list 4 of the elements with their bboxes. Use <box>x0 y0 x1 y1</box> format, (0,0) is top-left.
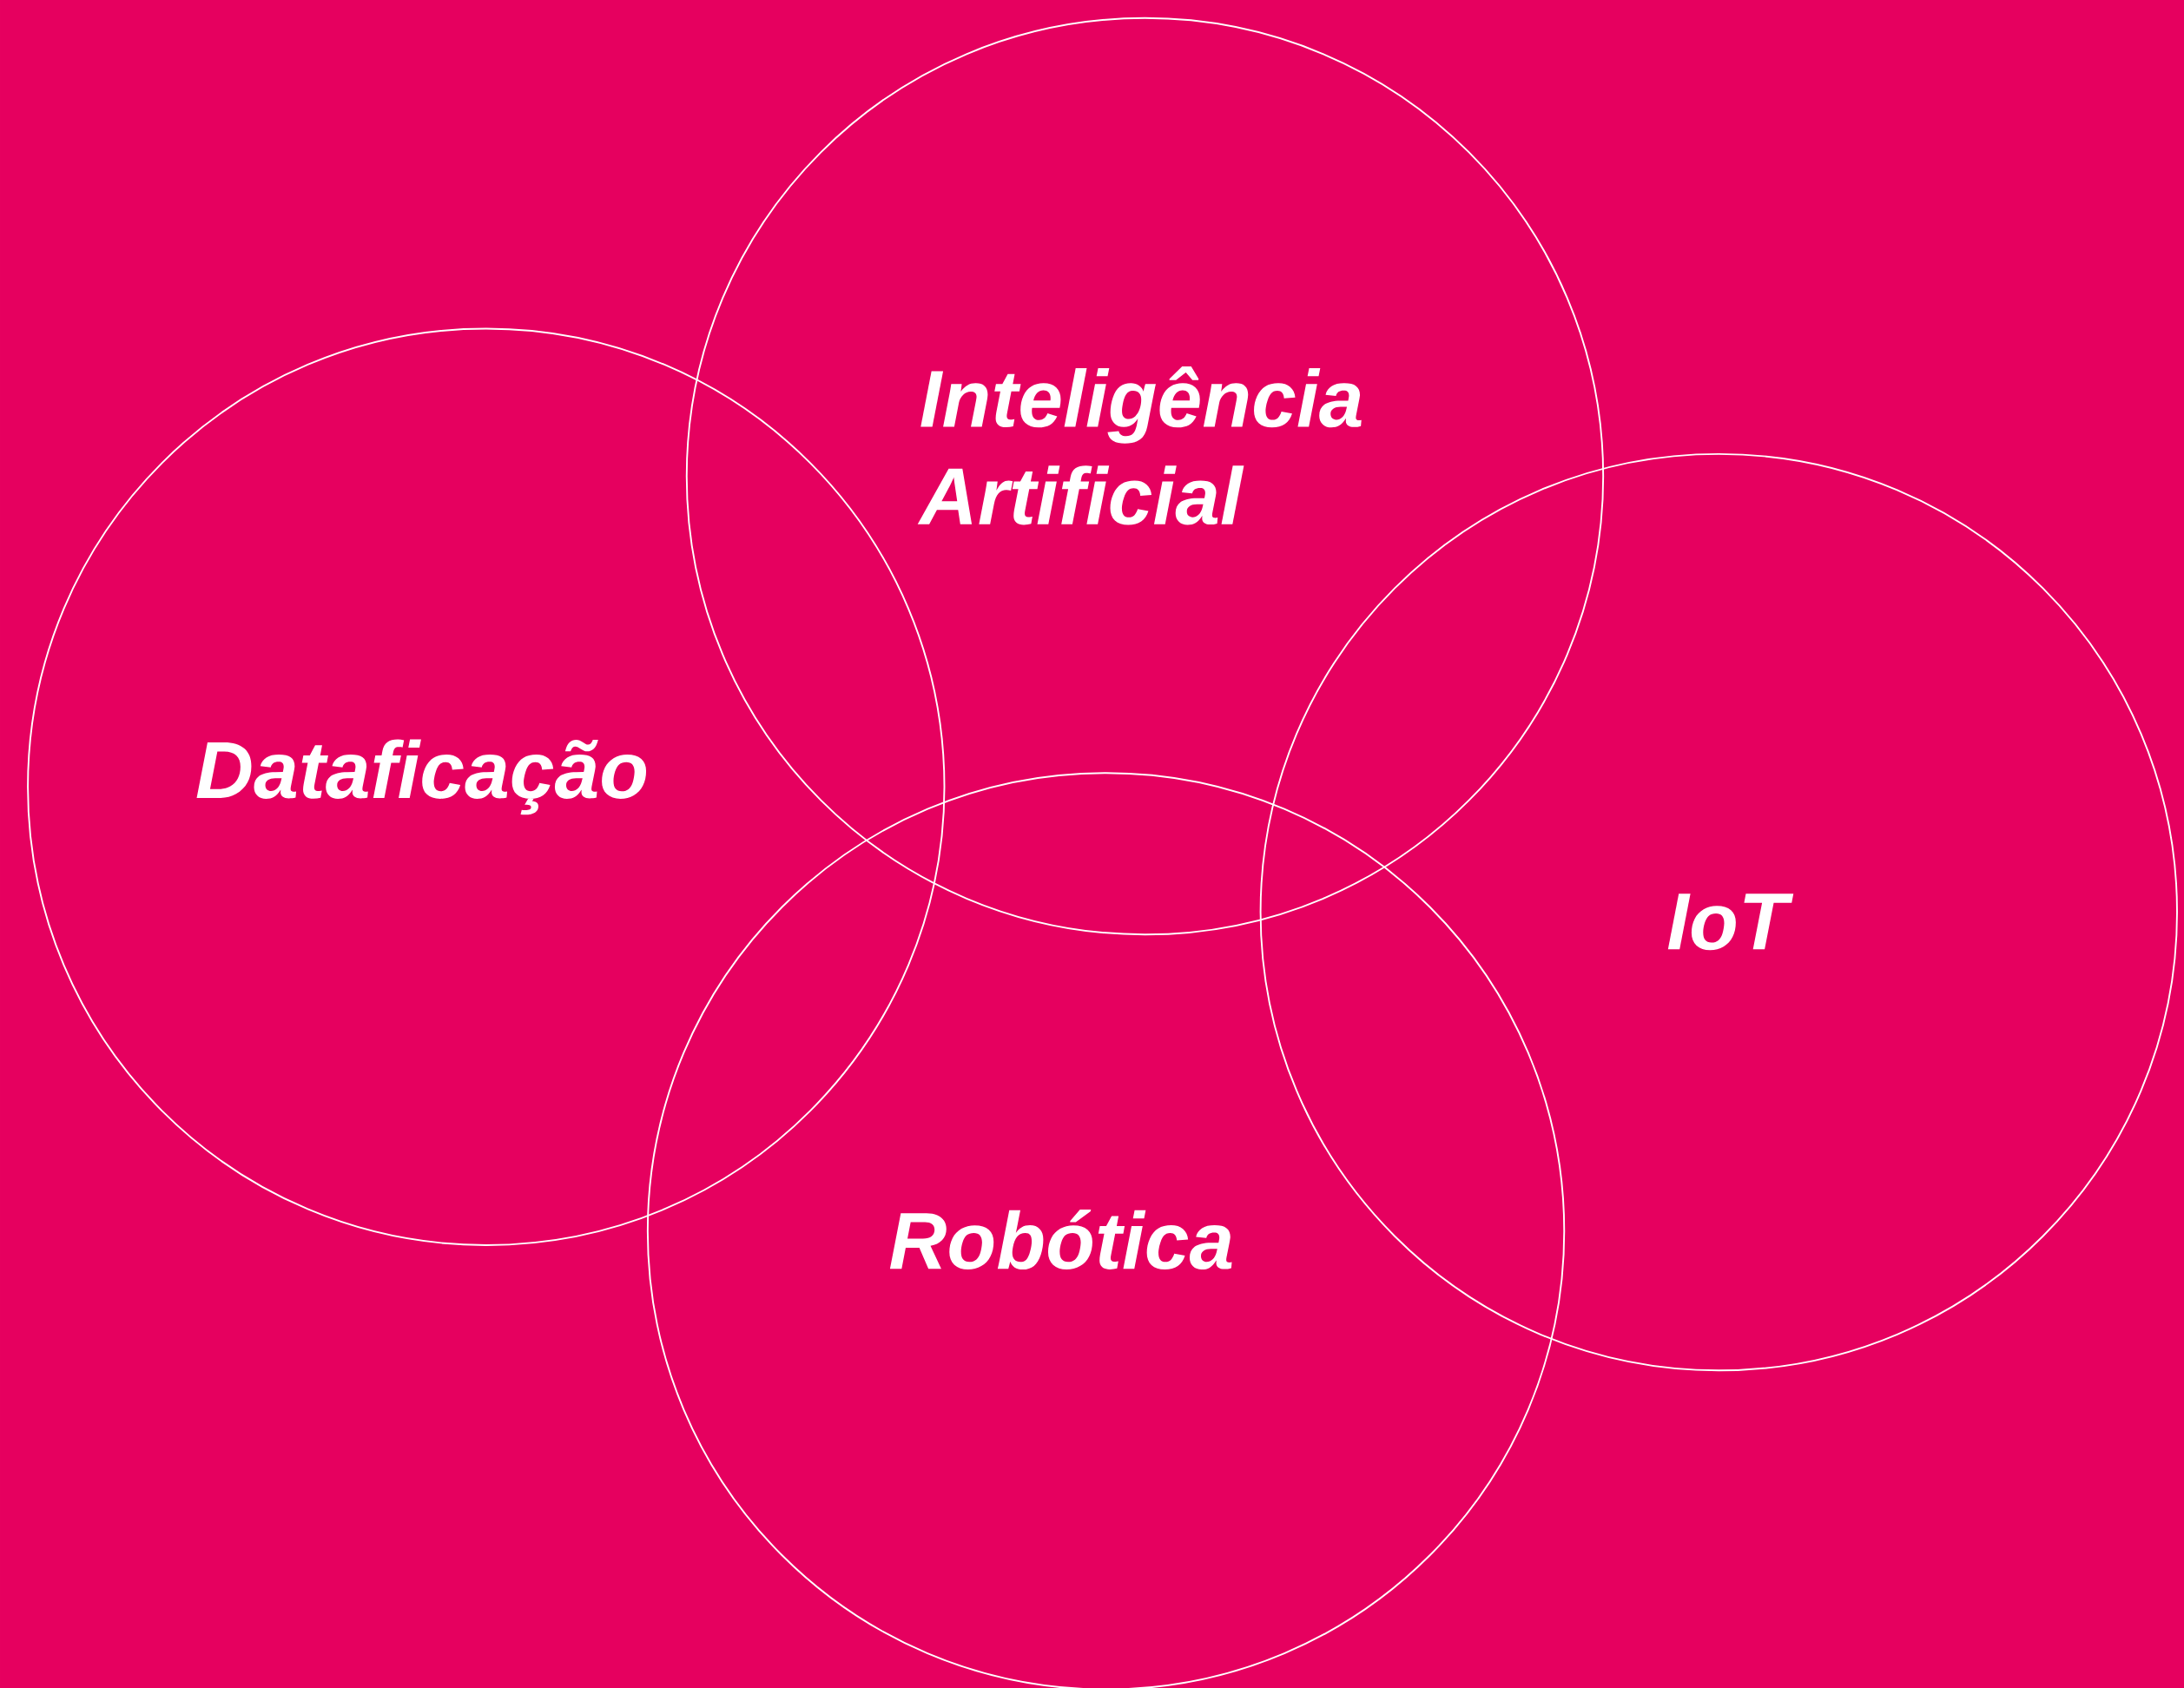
circle-label: Inteligência Artificial <box>917 366 1362 525</box>
circle-label: IoT <box>1667 893 1794 951</box>
circle-label: Robótica <box>889 1209 1232 1270</box>
circle-label: Dataficação <box>196 739 647 815</box>
